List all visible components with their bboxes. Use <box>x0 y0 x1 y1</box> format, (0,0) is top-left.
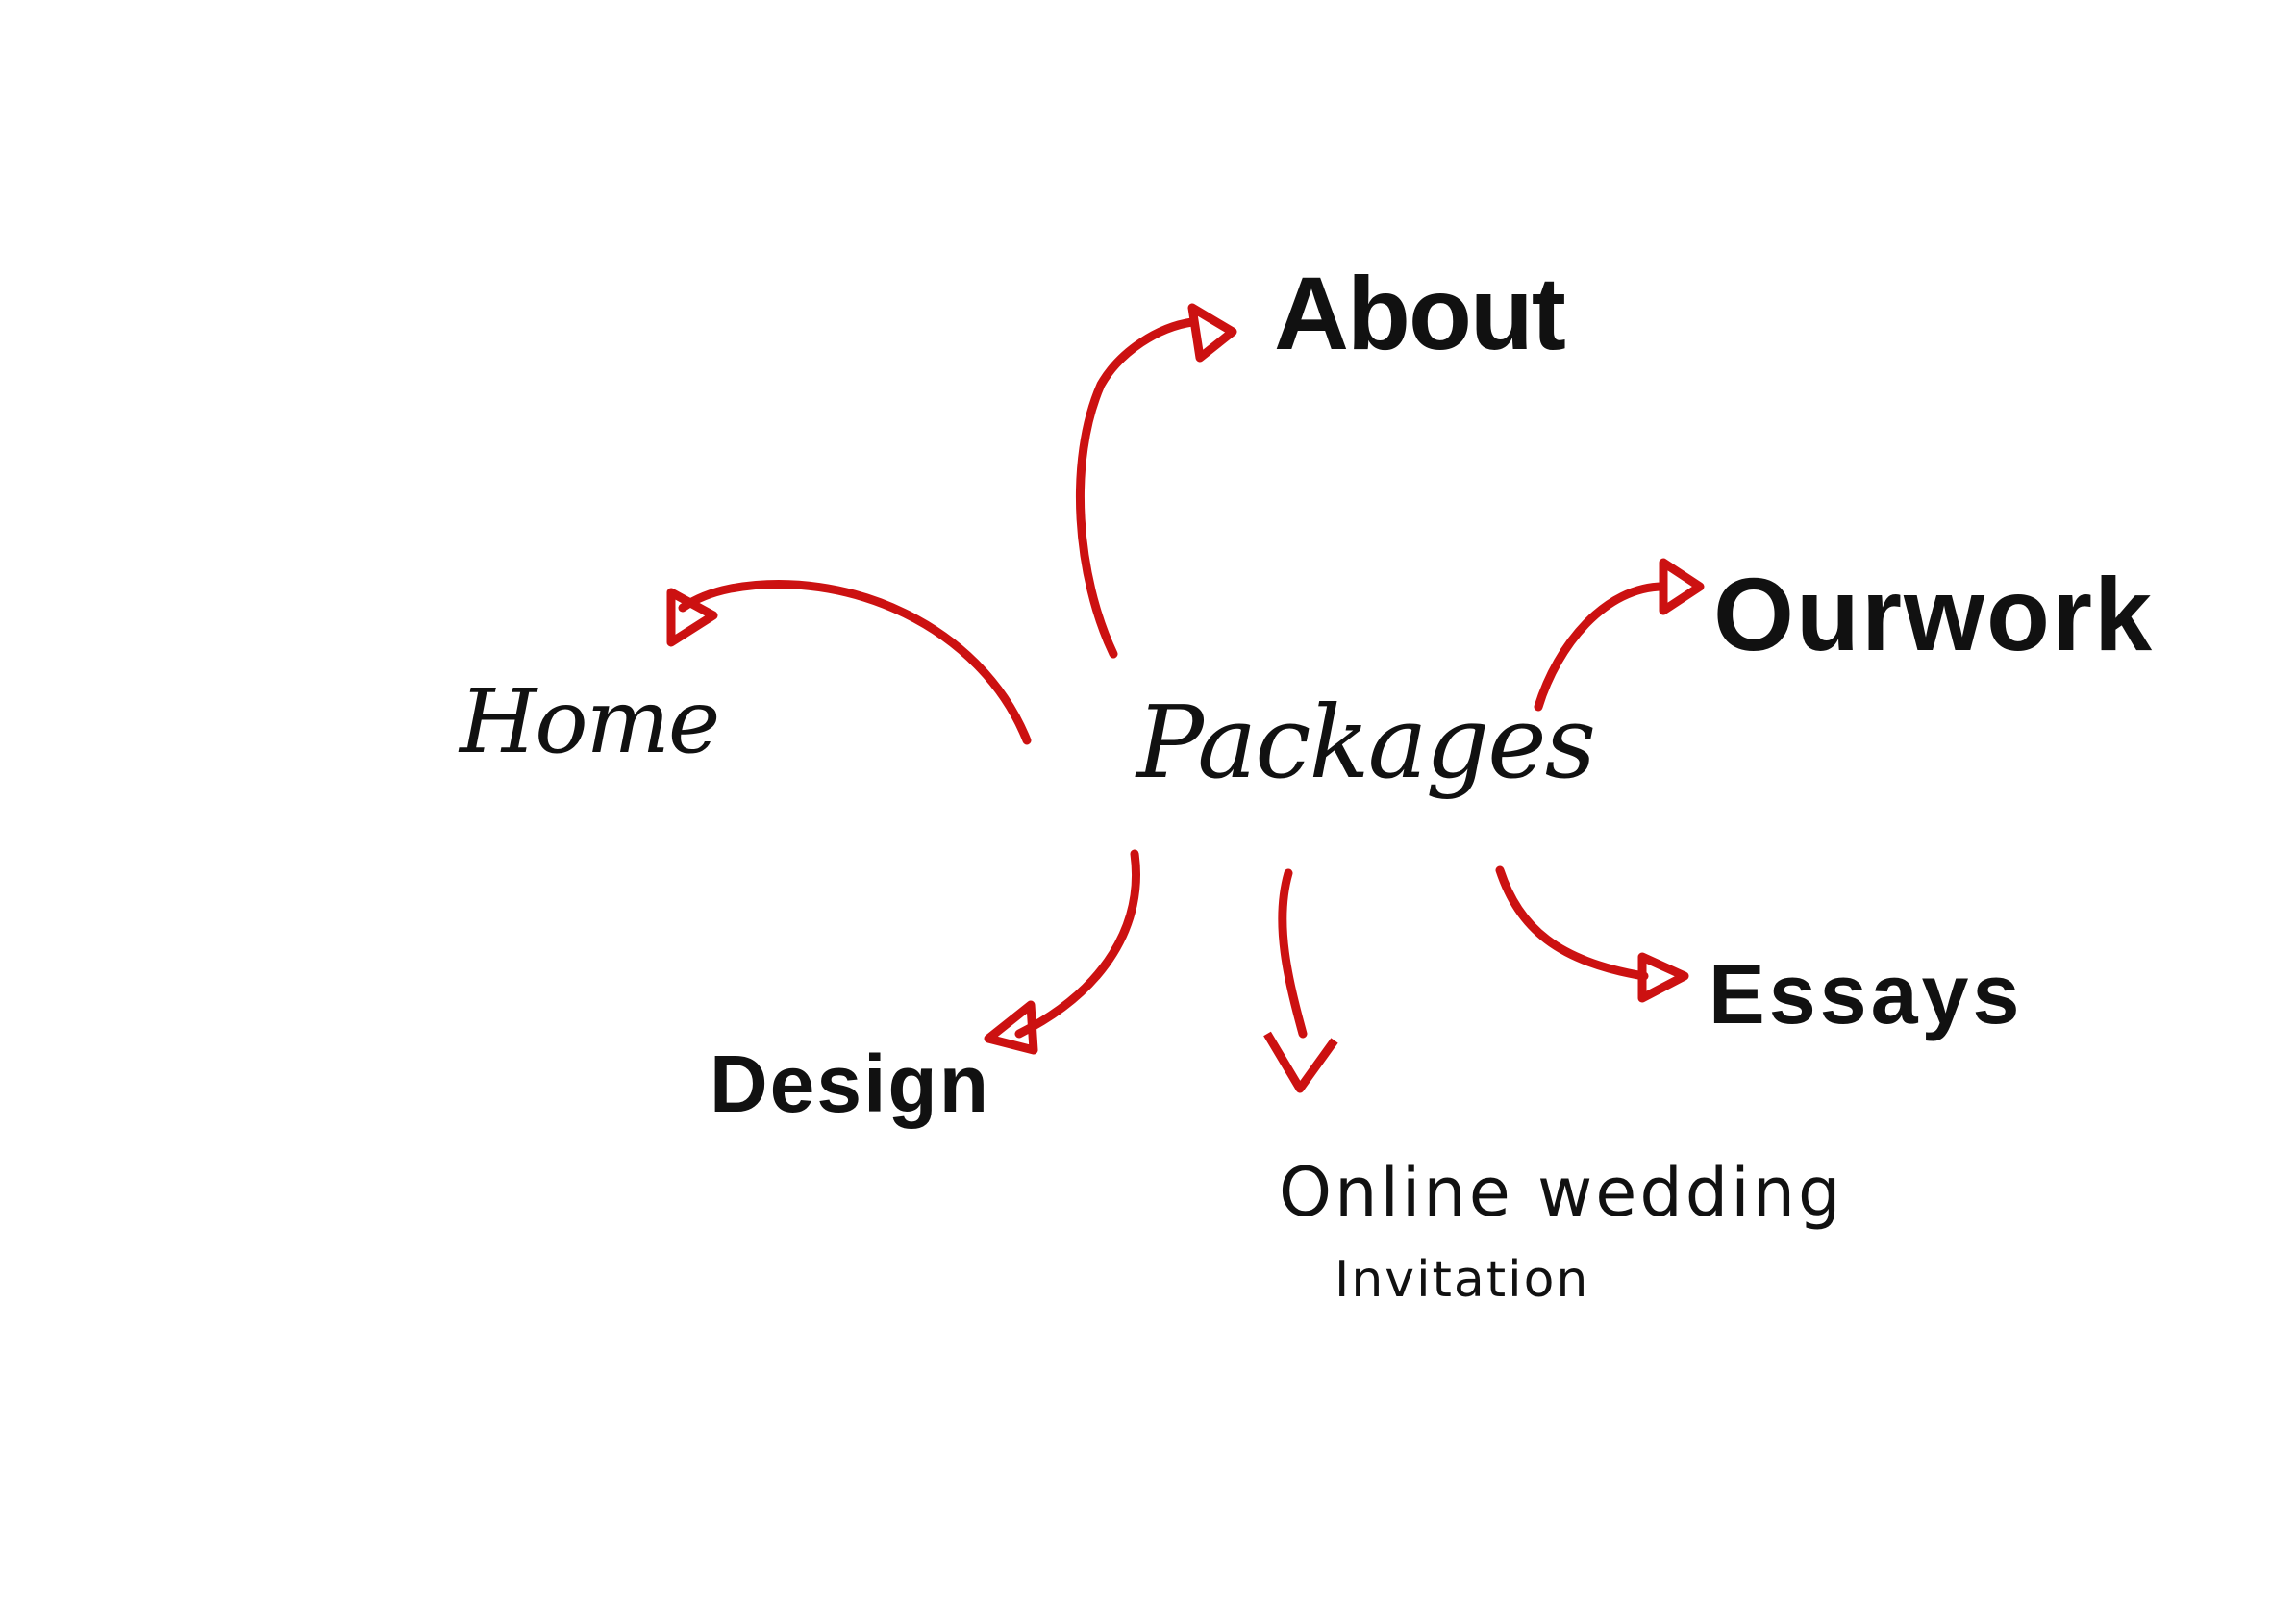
arrow-to-online-invitation <box>1278 868 1308 1039</box>
arrowhead-design <box>984 1000 1038 1055</box>
arrow-to-design <box>1014 849 1140 1039</box>
arrow-to-home <box>678 580 1032 745</box>
node-home: Home <box>460 670 720 773</box>
center-node-packages: Packages <box>1136 684 1596 801</box>
node-online-wedding: Online wedding <box>1279 1153 1844 1232</box>
arrow-to-about <box>1076 317 1197 659</box>
arrow-to-ourwork <box>1534 582 1668 712</box>
node-ourwork: Ourwork <box>1713 556 2155 672</box>
arrowhead-home <box>666 588 718 647</box>
arrowhead-online-invitation <box>1263 1031 1338 1093</box>
node-invitation: Invitation <box>1335 1251 1590 1309</box>
node-about: About <box>1274 255 1566 371</box>
arrowhead-ourwork <box>1659 558 1705 615</box>
arrowhead-about <box>1187 303 1237 363</box>
node-essays: Essays <box>1709 946 2024 1041</box>
arrow-to-essays <box>1495 865 1649 981</box>
arrowhead-essays <box>1637 952 1689 1003</box>
node-design: Design <box>710 1039 991 1129</box>
